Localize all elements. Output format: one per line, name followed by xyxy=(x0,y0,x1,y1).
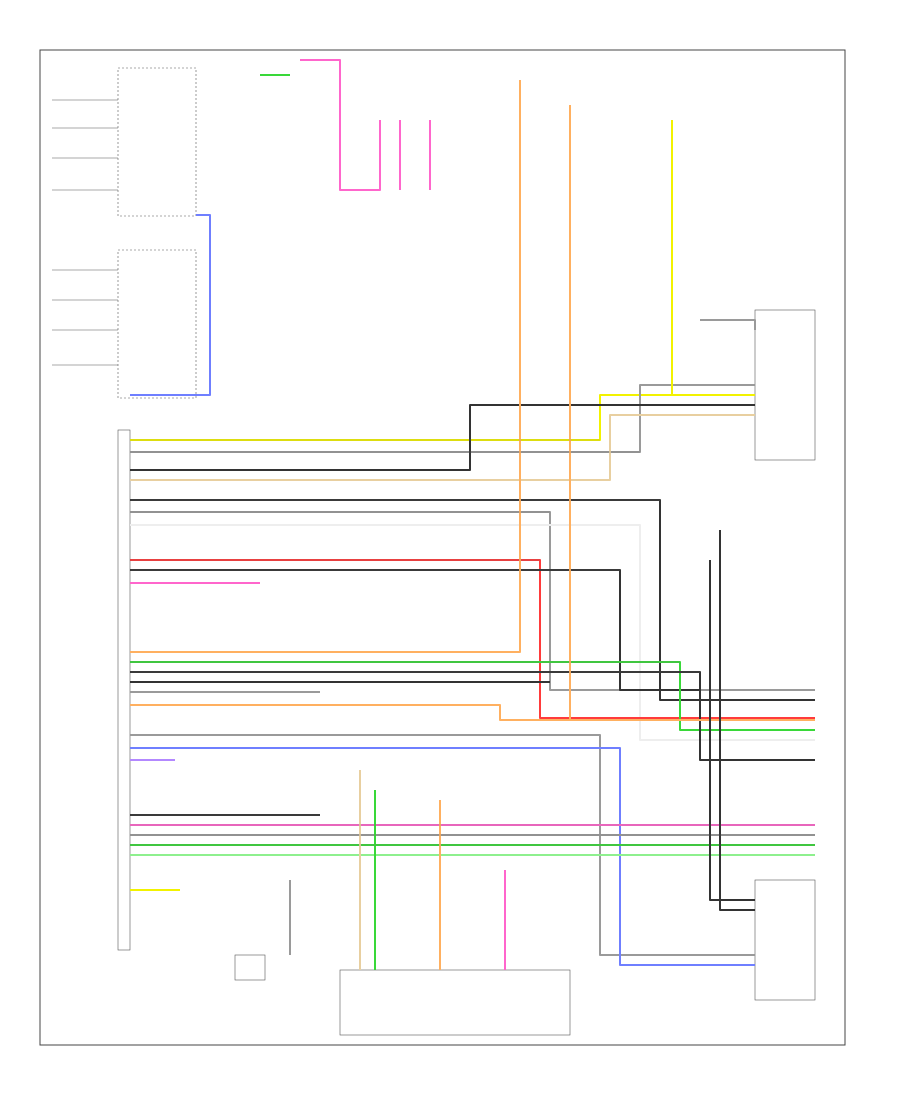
wire-gray-2 xyxy=(130,511,815,691)
wire-black-1 xyxy=(130,404,755,471)
wire-blue xyxy=(130,747,755,966)
wire-tan-1 xyxy=(130,414,755,481)
bottom-module xyxy=(234,954,571,1036)
wire-orange-1 xyxy=(130,80,521,653)
main-module-connector xyxy=(117,429,131,951)
diagram-frame xyxy=(39,49,846,1046)
wire-pink-top xyxy=(300,59,381,191)
wire-orange-2 xyxy=(130,704,815,721)
wire-group xyxy=(130,59,815,970)
wire-black-right2 xyxy=(719,530,755,911)
wire-black-2 xyxy=(130,499,815,701)
wire-gray-right xyxy=(700,319,756,330)
wire-black-4 xyxy=(130,671,815,761)
wire-white-1 xyxy=(130,524,815,741)
wire-top-yellow xyxy=(130,394,755,441)
lower-switch-bank xyxy=(52,249,197,399)
right-module-connector xyxy=(754,309,816,1001)
wire-black-right xyxy=(709,560,755,901)
wire-blue-top xyxy=(130,214,211,396)
upper-switch-bank xyxy=(52,67,197,217)
